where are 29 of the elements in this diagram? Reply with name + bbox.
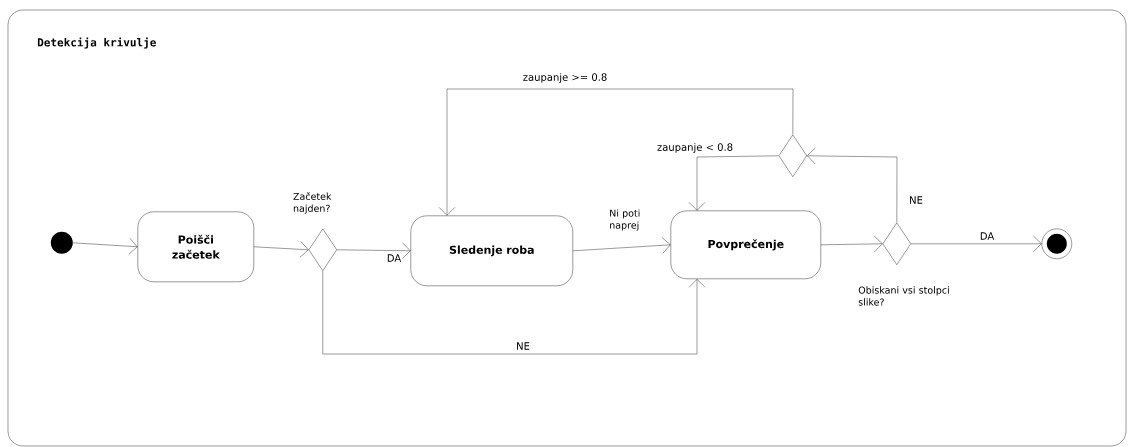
start-node — [50, 231, 73, 254]
arrow — [253, 241, 309, 258]
arrow — [807, 147, 898, 223]
edge-label: NE — [515, 341, 531, 351]
edge-label: DA — [385, 253, 403, 263]
arrow — [688, 155, 779, 211]
arrow — [910, 235, 1042, 252]
activity-box: Povprečenje — [670, 210, 821, 279]
edge-label: DA — [978, 231, 996, 241]
edge-label: Ni poti naprej — [608, 208, 651, 232]
decision-diamond — [778, 134, 807, 177]
arrow — [322, 270, 706, 355]
frame-title: Detekcija krivulje — [37, 37, 156, 49]
activity-box: Poišči začetek — [137, 211, 254, 282]
decision-label: Obiskani vsi stolpci slike? — [858, 286, 949, 306]
arrow — [72, 238, 138, 255]
arrow — [438, 88, 794, 216]
frame — [7, 9, 1127, 447]
arrow — [572, 237, 671, 254]
edge-label: zaupanje >= 0.8 — [521, 72, 609, 84]
arrow — [820, 235, 883, 253]
edge-label: zaupanje < 0.8 — [655, 142, 735, 154]
decision-diamond — [308, 228, 337, 271]
decision-diamond — [882, 222, 911, 265]
activity-box: Sledenje roba — [410, 215, 573, 286]
edge-label: NE — [908, 195, 924, 205]
arrow — [336, 242, 411, 259]
end-node — [1041, 228, 1072, 259]
decision-label: Začetek najden? — [293, 192, 332, 214]
